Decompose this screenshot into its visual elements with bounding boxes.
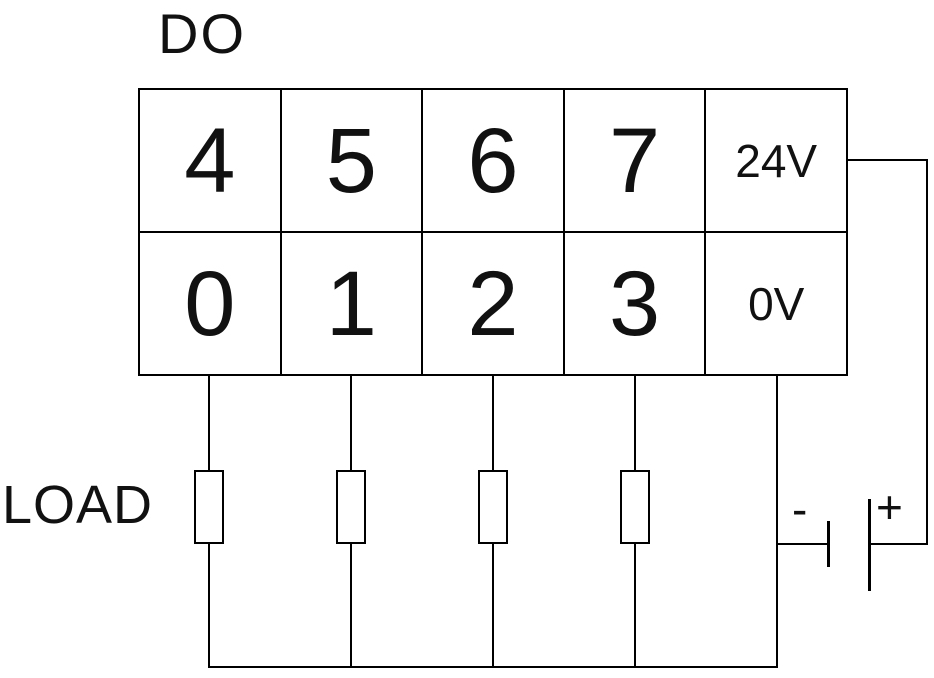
wire-0v-down (776, 376, 778, 668)
wire-do2-down (492, 376, 494, 470)
diagram-title: DO (158, 2, 246, 65)
load-resistor-0 (194, 470, 224, 544)
terminal-cell-24v: 24V (705, 89, 847, 232)
terminal-cell-4: 4 (139, 89, 281, 232)
battery-negative-plate (827, 521, 830, 567)
terminal-cell-6: 6 (422, 89, 564, 232)
load-resistor-3 (620, 470, 650, 544)
wire-load2-to-bus (492, 544, 494, 668)
load-resistor-1 (336, 470, 366, 544)
terminal-cell-5: 5 (280, 89, 423, 232)
battery-minus-label: - (792, 483, 808, 535)
wire-do3-down (634, 376, 636, 470)
terminal-cell-7: 7 (563, 89, 706, 232)
wire-24v-riser (926, 159, 928, 545)
wire-do0-down (208, 376, 210, 470)
wire-load0-to-bus (208, 544, 210, 668)
load-resistor-2 (478, 470, 508, 544)
terminal-cell-0: 0 (139, 232, 281, 375)
terminal-block: 4 5 6 7 24V 0 1 2 3 0V (138, 88, 848, 376)
terminal-cell-3: 3 (563, 232, 706, 375)
wire-common-bus (208, 666, 778, 668)
wire-do1-down (350, 376, 352, 470)
battery-positive-plate (868, 499, 871, 591)
wire-24v-right (848, 159, 928, 161)
wire-battery-plus-to-riser (871, 543, 928, 545)
terminal-cell-2: 2 (422, 232, 564, 375)
wire-0v-to-battery-minus (778, 543, 828, 545)
battery-plus-label: + (876, 481, 903, 533)
terminal-cell-0v: 0V (705, 232, 847, 375)
load-label: LOAD (2, 475, 154, 535)
terminal-cell-1: 1 (280, 232, 423, 375)
wire-load1-to-bus (350, 544, 352, 668)
wire-load3-to-bus (634, 544, 636, 668)
